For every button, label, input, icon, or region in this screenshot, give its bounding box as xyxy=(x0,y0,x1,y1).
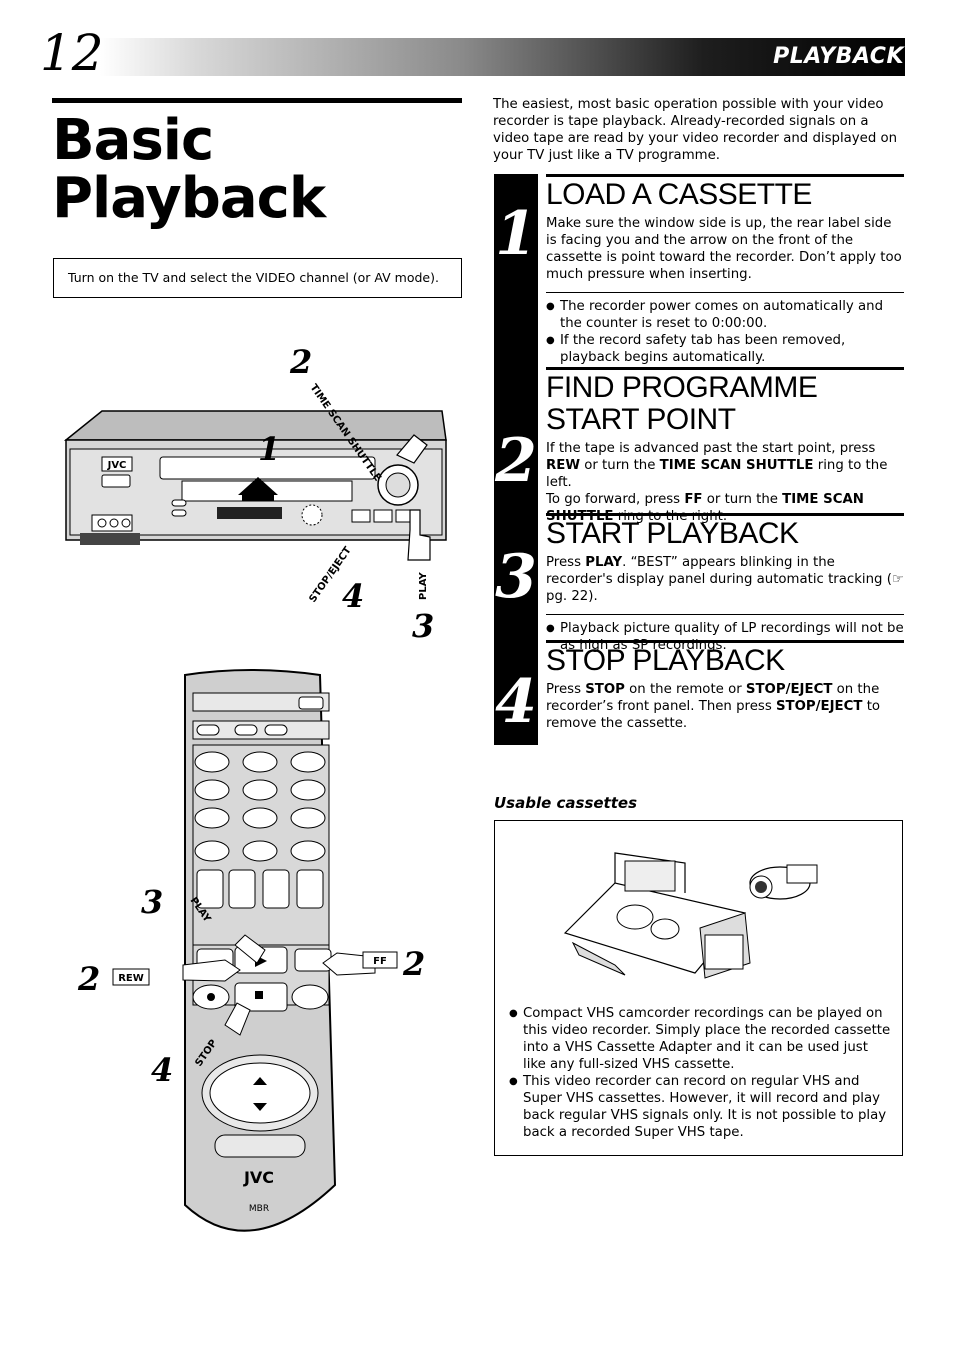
vcr-callout-1: 1 xyxy=(258,430,280,468)
ff-label: FF xyxy=(373,956,387,967)
text-span: To go forward, press xyxy=(546,492,685,507)
text-bold: TIME SCAN SHUTTLE xyxy=(659,458,814,473)
text-bold: TIME SCAN SHUTTLE xyxy=(546,492,864,524)
step-rule xyxy=(546,367,904,370)
rew-label: REW xyxy=(118,973,144,984)
text-span: on the recorder’s front panel. Then pres… xyxy=(546,682,880,714)
step-heading: STOP PLAYBACK xyxy=(546,644,785,677)
step-number: 3 xyxy=(495,542,537,612)
step-number-column: 3 xyxy=(494,513,538,640)
text-span: ring to the left. xyxy=(546,458,888,490)
step-heading: START PLAYBACK xyxy=(546,517,799,550)
step-3: 3 START PLAYBACK Press PLAY. “BEST” appe… xyxy=(494,513,904,653)
text-span: ring to the right. xyxy=(613,509,728,524)
list-item: This video recorder can record on regula… xyxy=(509,1073,894,1141)
step-number: 1 xyxy=(495,199,537,269)
text-span: or turn the xyxy=(702,492,783,507)
text-bold: STOP/EJECT xyxy=(775,699,863,714)
step-text: Make sure the window side is up, the rea… xyxy=(546,216,902,282)
remote-sub-brand: MBR xyxy=(249,1204,269,1214)
text-bold: STOP xyxy=(585,682,625,697)
list-item: The recorder power comes on automaticall… xyxy=(546,298,904,332)
vcr-callout-4: 4 xyxy=(342,577,364,615)
usable-cassettes-title: Usable cassettes xyxy=(494,794,637,812)
step-text: Press PLAY. “BEST” appears blinking in t… xyxy=(546,554,904,605)
bullet-rule xyxy=(546,292,904,293)
title-rule xyxy=(52,98,462,103)
vcr-callout-3: 3 xyxy=(412,607,434,645)
cassette-adapter-illustration xyxy=(563,852,818,979)
text-span: or turn the xyxy=(580,458,660,473)
text-span: . “BEST” appears blinking in the recorde… xyxy=(546,555,904,604)
text-span: on the remote or xyxy=(624,682,746,697)
remote-callout-2-right: 2 xyxy=(402,945,425,983)
step-2: 2 FIND PROGRAMME START POINT If the tape… xyxy=(494,367,904,524)
title-line-2: Playback xyxy=(52,166,326,231)
list-item: Compact VHS camcorder recordings can be … xyxy=(509,1005,894,1073)
remote-callout-4: 4 xyxy=(151,1051,173,1089)
usable-cassettes-box: Compact VHS camcorder recordings can be … xyxy=(494,820,903,1156)
remote-callout-2-left: 2 xyxy=(77,960,100,998)
step-text: Press STOP on the remote or STOP/EJECT o… xyxy=(546,681,904,732)
usable-cassettes-list: Compact VHS camcorder recordings can be … xyxy=(509,1005,894,1141)
step-heading: FIND PROGRAMME START POINT xyxy=(546,371,818,436)
page-number: 12 xyxy=(40,24,104,82)
section-title: PLAYBACK xyxy=(773,44,904,69)
text-bold: FF xyxy=(684,492,703,507)
steps-panel: 1 LOAD A CASSETTE Make sure the window s… xyxy=(494,174,904,745)
text-bold: STOP/EJECT xyxy=(745,682,833,697)
step-bullets: The recorder power comes on automaticall… xyxy=(546,298,904,366)
bullet-rule xyxy=(546,614,904,615)
text-span: to remove the cassette. xyxy=(546,699,881,731)
step-number: 2 xyxy=(495,426,537,496)
step-4: 4 STOP PLAYBACK Press STOP on the remote… xyxy=(494,640,904,745)
step-text: If the tape is advanced past the start p… xyxy=(546,440,904,525)
text-bold: REW xyxy=(546,458,580,473)
play-label: PLAY xyxy=(418,572,429,600)
remote-illustration: JVC MBR REW FF PLAY STOP 3 2 2 4 xyxy=(77,669,425,1232)
step-rule xyxy=(546,513,904,516)
step-heading: LOAD A CASSETTE xyxy=(546,178,812,211)
step-rule xyxy=(546,174,904,177)
text-span: Press xyxy=(546,555,586,570)
remote-callout-3: 3 xyxy=(141,883,163,921)
text-bold: PLAY xyxy=(585,555,623,570)
step-number: 4 xyxy=(495,667,537,737)
vcr-brand-logo: JVC xyxy=(107,460,127,471)
text-span: Press xyxy=(546,682,586,697)
header-band xyxy=(100,38,905,76)
page-title: Basic Playback xyxy=(52,108,326,231)
title-line-1: Basic xyxy=(52,108,214,173)
step-number-column: 4 xyxy=(494,640,538,745)
intro-text: The easiest, most basic operation possib… xyxy=(493,97,898,163)
vcr-callout-2: 2 xyxy=(289,345,312,381)
step-1: 1 LOAD A CASSETTE Make sure the window s… xyxy=(494,174,904,367)
notice-box: Turn on the TV and select the VIDEO chan… xyxy=(53,258,462,298)
list-item: If the record safety tab has been remove… xyxy=(546,332,904,366)
remote-brand-logo: JVC xyxy=(243,1168,274,1187)
step-rule xyxy=(546,640,904,643)
text-span: If the tape is advanced past the start p… xyxy=(546,441,876,456)
step-number-column: 2 xyxy=(494,367,538,513)
step-number-column: 1 xyxy=(494,174,538,367)
vcr-illustration: JVC 2 1 4 3 TIME SCAN SHUTTLE STOP/EJECT… xyxy=(63,345,447,645)
